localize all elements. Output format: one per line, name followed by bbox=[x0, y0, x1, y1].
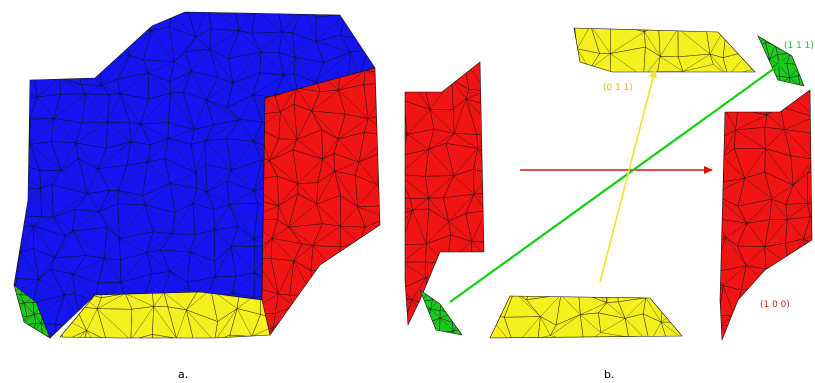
panel-a: a. bbox=[13, 11, 381, 381]
yellow-arrow bbox=[599, 69, 657, 283]
crystal-yellow-facet bbox=[59, 291, 271, 339]
mesh-lines bbox=[60, 292, 270, 338]
facet-red-right bbox=[719, 89, 813, 341]
panel-b-label: b. bbox=[604, 368, 614, 381]
crystal-red-face bbox=[251, 67, 381, 336]
miller-label-100: (1 0 0) bbox=[760, 300, 790, 310]
green-arrow bbox=[449, 59, 787, 303]
facet-red-left bbox=[404, 61, 485, 327]
mesh-lines bbox=[490, 296, 682, 338]
panel-a-label: a. bbox=[178, 368, 188, 381]
miller-label-111: (1 1 1) bbox=[784, 41, 814, 51]
panel-b: (0 1 1) (1 1 1) (1 0 0) b. bbox=[404, 27, 814, 381]
miller-label-011: (0 1 1) bbox=[603, 83, 633, 93]
